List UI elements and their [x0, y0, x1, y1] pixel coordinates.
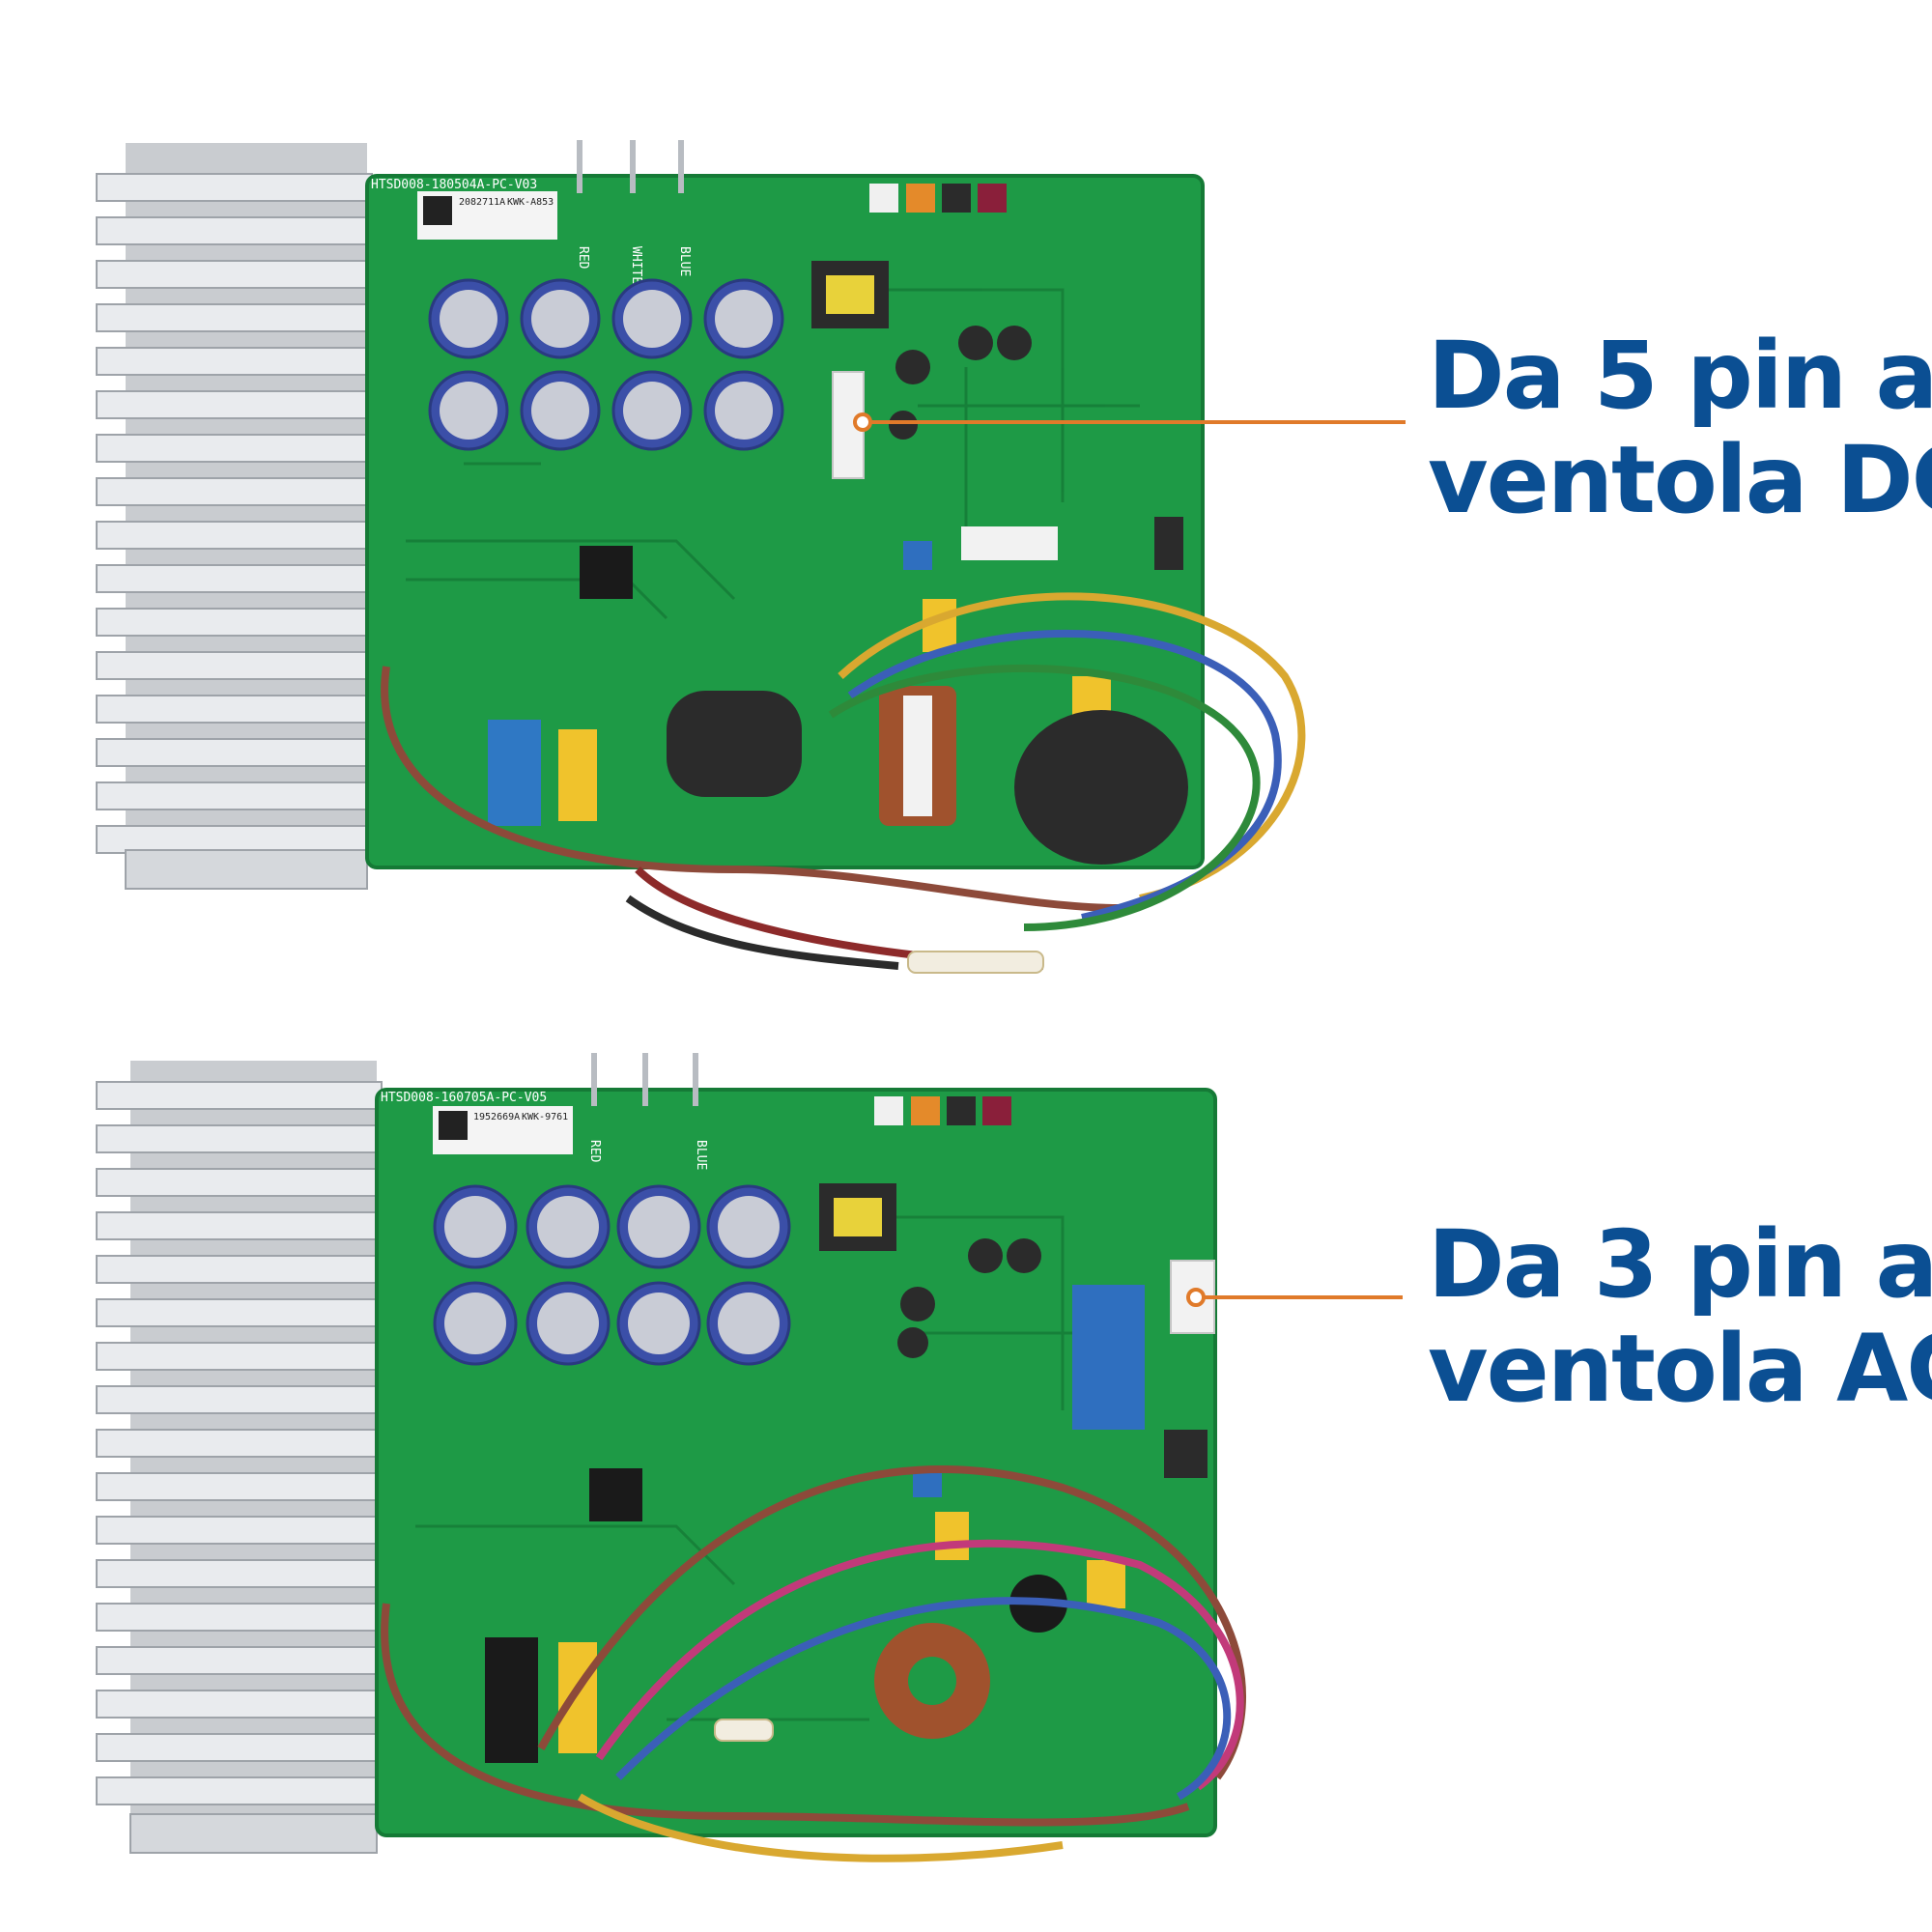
silk-red: RED [576, 246, 590, 270]
wire-harness [381, 592, 1306, 970]
heatsink [96, 1061, 383, 1854]
qr-code [423, 196, 452, 225]
top-connectors [869, 184, 1007, 213]
qr-code [439, 1111, 468, 1140]
silk-red: RED [587, 1140, 602, 1163]
callout-bottom: Da 3 pin a ventola AC [1428, 1212, 1932, 1421]
callout-top: Da 5 pin a ventola DC [1428, 324, 1932, 532]
board-part-code: HTSD008-180504A-PC-V03 [371, 178, 537, 192]
wire-harness [381, 1465, 1246, 1862]
microcontroller [580, 546, 633, 599]
label-code: 2082711A [459, 197, 505, 208]
callout-top-line1: Da 5 pin a [1428, 322, 1932, 430]
capacitor-bank [433, 1184, 791, 1366]
callout-top-line2: ventola DC [1428, 426, 1932, 534]
silk-white: WHITE [629, 246, 643, 284]
heatsink [96, 143, 373, 890]
label-model: KWK-9761 [522, 1112, 568, 1122]
capacitor-bank [428, 278, 784, 451]
board-part-code: HTSD008-160705A-PC-V05 [381, 1091, 547, 1105]
bottom-board-illustration: HTSD008-160705A-PC-V05 1952669A KWK-9761… [96, 1053, 1403, 1862]
choke-coil [667, 686, 1188, 865]
callout-bottom-line2: ventola AC [1428, 1315, 1932, 1423]
silk-blue: BLUE [677, 246, 692, 276]
x-capacitor [1072, 1285, 1145, 1430]
top-board-illustration: HTSD008-180504A-PC-V03 2082711A KWK-A853… [96, 140, 1406, 974]
top-board-photo: HTSD008-180504A-PC-V03 2082711A KWK-A853… [96, 140, 1406, 974]
top-connectors [874, 1096, 1011, 1125]
callout-bottom-line1: Da 3 pin a [1428, 1210, 1932, 1319]
label-model: KWK-A853 [507, 197, 554, 208]
microcontroller [589, 1468, 642, 1521]
silk-blue: BLUE [694, 1140, 708, 1170]
label-code: 1952669A [473, 1112, 520, 1122]
bottom-board-photo: HTSD008-160705A-PC-V05 1952669A KWK-9761… [0, 1024, 1932, 1932]
toroid-inductor [874, 1575, 1067, 1739]
